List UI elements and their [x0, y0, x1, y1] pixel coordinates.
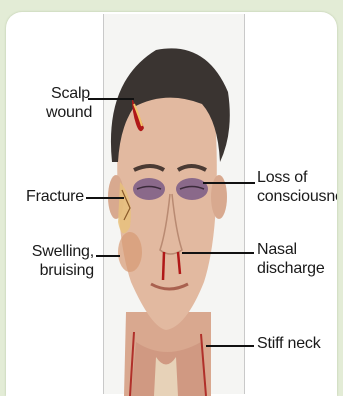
swelling-label: Swelling, bruising	[20, 242, 94, 280]
nasal-line2: discharge	[257, 259, 337, 278]
face	[117, 80, 217, 330]
swelling-line1: Swelling,	[20, 242, 94, 261]
nasal-label: Nasal discharge	[257, 240, 337, 278]
loss-label: Loss of consciousness	[257, 168, 337, 206]
loss-line1: Loss of	[257, 168, 337, 187]
loss-line2: consciousness	[257, 187, 337, 206]
stiff-neck-pointer	[206, 345, 254, 347]
swelling-line2: bruising	[20, 261, 94, 280]
scalp-wound-label: Scalp wound	[46, 84, 90, 122]
swelling-mark	[118, 232, 142, 272]
scalp-wound-line2: wound	[46, 103, 90, 122]
loss-pointer	[203, 182, 255, 184]
fracture-label: Fracture	[14, 187, 84, 206]
stiff-neck-line1: Stiff neck	[257, 334, 337, 353]
illustration-frame: Scalp wound Fracture Swelling, bruising …	[6, 12, 337, 396]
swelling-pointer	[96, 255, 120, 257]
stiff-neck-label: Stiff neck	[257, 334, 337, 353]
scalp-wound-line1: Scalp	[46, 84, 90, 103]
fracture-pointer	[86, 197, 124, 199]
nasal-line1: Nasal	[257, 240, 337, 259]
fracture-line1: Fracture	[14, 187, 84, 206]
nasal-pointer	[182, 252, 254, 254]
scalp-wound-pointer	[88, 98, 134, 100]
nasal-blood-left	[163, 252, 164, 280]
